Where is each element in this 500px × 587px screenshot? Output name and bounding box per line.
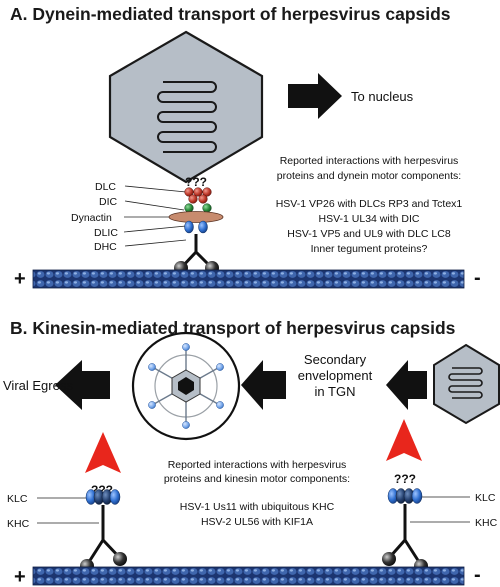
panel-a-title: A. Dynein-mediated transport of herpesvi… [10,4,451,24]
interaction-line: proteins and dynein motor components: [277,170,461,182]
arrow-left-icon [55,360,110,410]
egress-label: Viral Egress [3,378,73,393]
dlic-label: DLIC [94,227,118,239]
dynein-unknown-label: ??? [185,175,207,189]
microtubule [32,269,465,289]
panel-b: B. Kinesin-mediated transport of herpesv… [3,318,500,587]
interaction-line: Reported interactions with herpesvirus [168,459,347,471]
interaction-line: HSV-1 VP26 with DLCs RP3 and Tctex1 [276,198,463,210]
interaction-line: Inner tegument proteins? [311,243,428,255]
dic-label: DIC [99,196,118,208]
genome-coil-icon [448,367,483,399]
genome-coil-icon [157,81,217,153]
kinesin-unknown-label: ??? [394,472,416,486]
panel-a: A. Dynein-mediated transport of herpesvi… [10,4,481,290]
microtubule [32,566,465,586]
dhc-label: DHC [94,241,117,253]
kinesin-motor-left: ??? [37,483,127,573]
red-arrow-up-icon [85,432,121,473]
kinesin-capsid [433,343,500,425]
envelopment-line: envelopment [298,368,373,383]
arrow-left-icon [241,360,286,410]
khc-left-label: KHC [7,518,30,530]
klc-right-label: KLC [475,492,496,504]
destination-label: To nucleus [351,89,414,104]
interaction-line: HSV-2 UL56 with KIF1A [201,516,313,528]
interaction-line: Reported interactions with herpesvirus [280,155,459,167]
dynein-capsid [108,30,264,184]
panel-b-title: B. Kinesin-mediated transport of herpesv… [10,318,456,338]
kinesin-interactions: Reported interactions with herpesvirus p… [164,459,350,528]
khc-right-label: KHC [475,517,498,529]
klc-left-label: KLC [7,493,28,505]
interaction-line: HSV-1 UL34 with DIC [319,213,420,225]
envelopment-line: in TGN [315,384,356,399]
interaction-line: HSV-1 VP5 and UL9 with DLC LC8 [287,228,451,240]
arrow-right-icon [288,73,342,119]
enveloped-virion [131,331,241,441]
minus-end-label: - [474,564,481,586]
dynein-interactions: Reported interactions with herpesvirus p… [276,155,463,255]
plus-end-label: + [14,566,26,587]
envelopment-line: Secondary [304,352,367,367]
kinesin-motor-right: ??? [382,472,470,573]
dlc-label: DLC [95,181,116,193]
dynactin-label: Dynactin [71,212,112,224]
minus-end-label: - [474,267,481,289]
dynein-motor [123,185,224,275]
interaction-line: HSV-1 Us11 with ubiquitous KHC [180,501,335,513]
red-arrow-up-icon [386,419,422,461]
envelopment-label: Secondary envelopment in TGN [298,352,373,399]
plus-end-label: + [14,268,26,290]
interaction-line: proteins and kinesin motor components: [164,473,350,485]
arrow-left-icon [386,360,427,410]
